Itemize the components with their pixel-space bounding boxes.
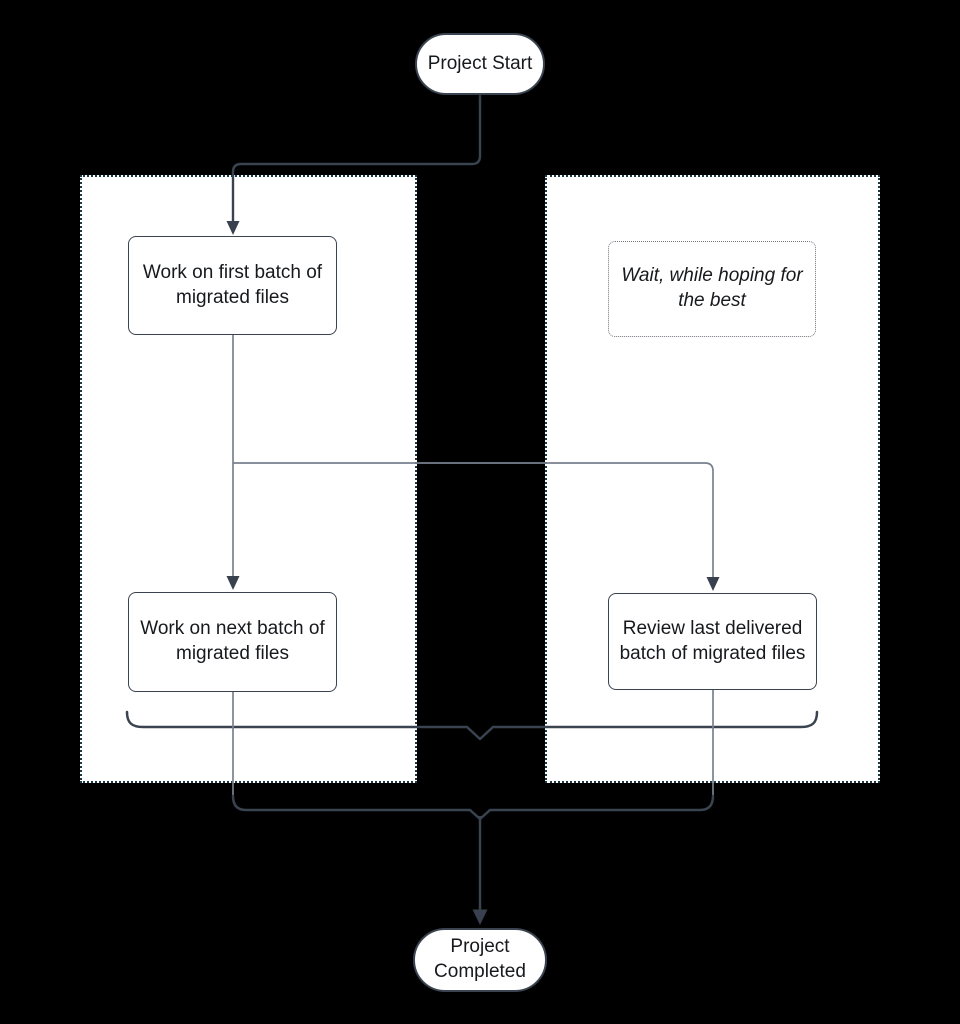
node-wait-note: Wait, while hoping for the best — [608, 241, 816, 337]
node-review-batch: Review last delivered batch of migrated … — [608, 593, 817, 690]
node-project-start: Project Start — [415, 33, 545, 95]
node-review-batch-label: Review last delivered batch of migrated … — [619, 617, 806, 664]
node-work-next-batch: Work on next batch of migrated files — [128, 592, 337, 692]
node-wait-note-label: Wait, while hoping for the best — [621, 265, 803, 311]
node-project-completed-label: Project Completed — [434, 936, 526, 982]
node-work-first-batch-label: Work on first batch of migrated files — [142, 261, 323, 308]
node-work-first-batch: Work on first batch of migrated files — [128, 236, 337, 335]
node-project-completed: Project Completed — [413, 928, 547, 992]
arrowhead-completed — [472, 909, 488, 925]
merge-elbow-left — [231, 794, 482, 821]
node-work-next-batch-label: Work on next batch of migrated files — [140, 618, 325, 664]
node-project-start-label: Project Start — [427, 52, 533, 74]
merge-elbow-right — [478, 794, 715, 821]
